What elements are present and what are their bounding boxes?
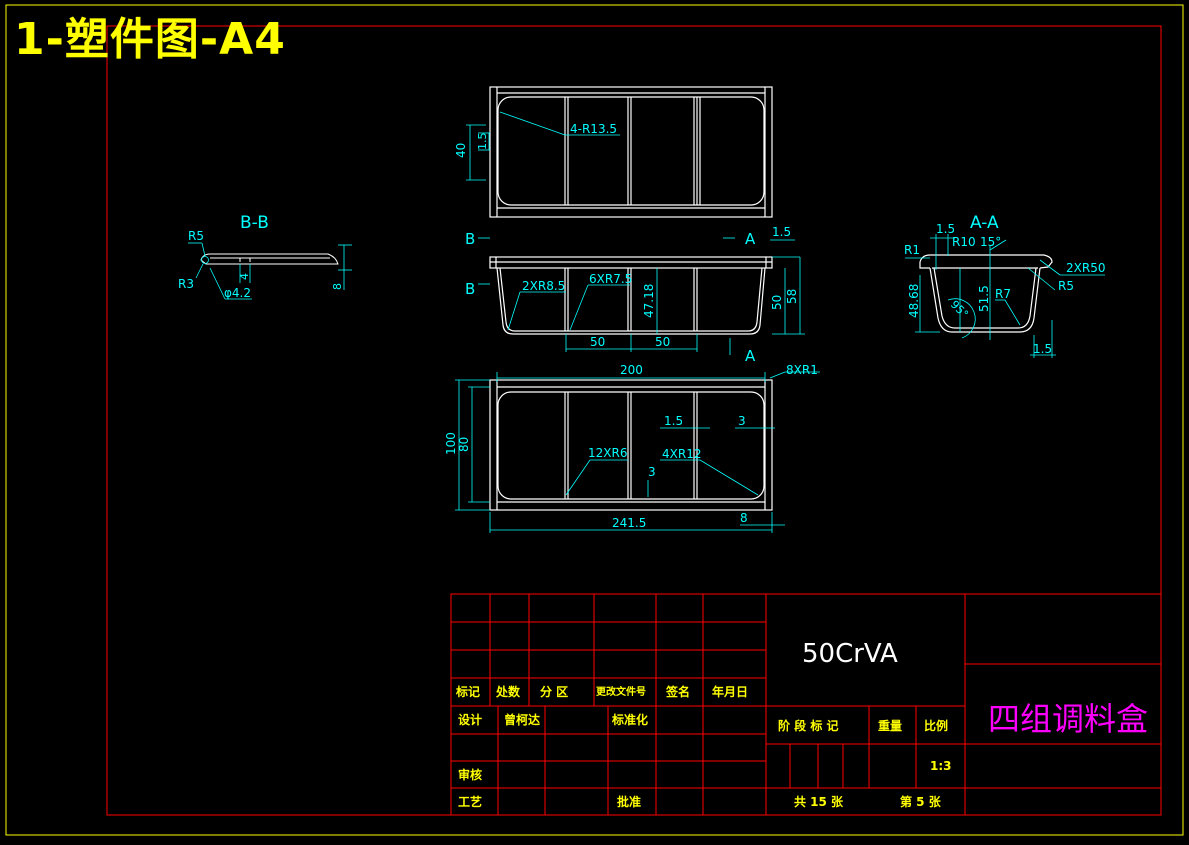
- material-label: 50CrVA: [802, 639, 898, 669]
- section-mark-a-bottom: A: [745, 347, 756, 365]
- dim-r3-bb: R3: [178, 277, 194, 291]
- dim-phi4-2: φ4.2: [224, 286, 251, 300]
- section-bb: [200, 253, 339, 265]
- section-aa-dims: [905, 234, 1105, 358]
- front-view: [489, 256, 773, 335]
- dim-1-5-front: 1.5: [772, 225, 791, 239]
- dim-4xr12: 4XR12: [662, 447, 701, 461]
- dim-48-68: 48.68: [907, 284, 921, 318]
- dim-6xr7-5: 6XR7.5: [589, 272, 632, 286]
- weight-label: 重量: [878, 718, 902, 733]
- dim-8-bottom: 8: [740, 511, 748, 525]
- dim-2xr8-5: 2XR8.5: [522, 279, 565, 293]
- title-block-labels: 标记 处数 分 区 更改文件号 签名 年月日 设计 曾柯达 标准化 审核 工艺 …: [455, 684, 952, 809]
- hdr-zone: 分 区: [540, 684, 568, 699]
- outer-frame: [5, 4, 1184, 836]
- scale-label: 比例: [924, 718, 948, 733]
- dim-200: 200: [620, 363, 643, 377]
- dim-1-5-aa-bottom: 1.5: [1033, 342, 1052, 356]
- sheet-title: 1-塑件图-A4: [14, 14, 286, 65]
- section-bb-title: B-B: [240, 213, 269, 233]
- top-view-dims: [466, 111, 620, 181]
- dim-2xr50: 2XR50: [1066, 261, 1105, 275]
- dim-58: 58: [785, 289, 799, 304]
- dim-1-5-aa-top: 1.5: [936, 222, 955, 236]
- section-mark-a-top: A: [745, 230, 756, 248]
- top-view: [489, 86, 773, 218]
- dim-80: 80: [457, 437, 471, 452]
- dim-1-5-top: 1.5: [476, 133, 489, 151]
- dim-50-b: 50: [655, 335, 670, 349]
- front-view-dims: [478, 237, 805, 355]
- hdr-sign: 签名: [665, 684, 690, 699]
- hdr-count: 处数: [495, 684, 521, 699]
- dim-r7: R7: [995, 287, 1011, 301]
- designer-name: 曾柯达: [504, 712, 540, 727]
- dim-47-18: 47.18: [642, 284, 656, 318]
- dim-100: 100: [444, 432, 458, 455]
- dim-r1: R1: [904, 243, 920, 257]
- total-sheets: 共 15 张: [794, 794, 844, 809]
- scale-value: 1:3: [930, 759, 952, 773]
- review-label: 审核: [458, 767, 482, 782]
- stage-label: 阶 段 标 记: [778, 718, 839, 733]
- dim-241-5: 241.5: [612, 516, 646, 530]
- dim-1-5-bottom: 1.5: [664, 414, 683, 428]
- dim-angle-95: 95°: [948, 298, 971, 321]
- hdr-date: 年月日: [712, 684, 748, 699]
- dim-50-height: 50: [770, 295, 784, 310]
- hdr-doc: 更改文件号: [596, 685, 646, 698]
- dim-50-a: 50: [590, 335, 605, 349]
- dim-40: 40: [454, 143, 468, 158]
- dim-r5-bb: R5: [188, 229, 204, 243]
- process-label: 工艺: [458, 794, 482, 809]
- dim-3-b: 3: [648, 465, 656, 479]
- dim-r10: R10: [952, 235, 976, 249]
- sheet-number: 第 5 张: [900, 794, 942, 809]
- dim-8-bb: 8: [331, 283, 344, 290]
- dim-4xr13-5: 4-R13.5: [570, 122, 617, 136]
- section-aa: [919, 254, 1053, 333]
- section-bb-dims: [188, 242, 352, 300]
- title-block: [450, 593, 1162, 816]
- section-mark-b-top: B: [465, 230, 475, 248]
- dim-8xr1: 8XR1: [786, 363, 818, 377]
- standard-label: 标准化: [611, 712, 648, 727]
- design-label: 设计: [458, 712, 482, 727]
- dim-12xr6: 12XR6: [588, 446, 627, 460]
- section-aa-title: A-A: [970, 213, 999, 233]
- bb-hole-circle: [201, 256, 209, 264]
- dim-51-5: 51.5: [977, 285, 991, 312]
- dim-angle-15: 15°: [980, 235, 1001, 249]
- dim-4-bb: 4: [238, 273, 251, 280]
- hdr-mark: 标记: [455, 684, 480, 699]
- section-mark-b-bottom: B: [465, 280, 475, 298]
- dim-3-a: 3: [738, 414, 746, 428]
- dim-r5-aa: R5: [1058, 279, 1074, 293]
- part-name: 四组调料盒: [988, 700, 1148, 738]
- bottom-view-dims: [455, 371, 820, 533]
- approve-label: 批准: [617, 794, 641, 809]
- bottom-view: [489, 379, 773, 511]
